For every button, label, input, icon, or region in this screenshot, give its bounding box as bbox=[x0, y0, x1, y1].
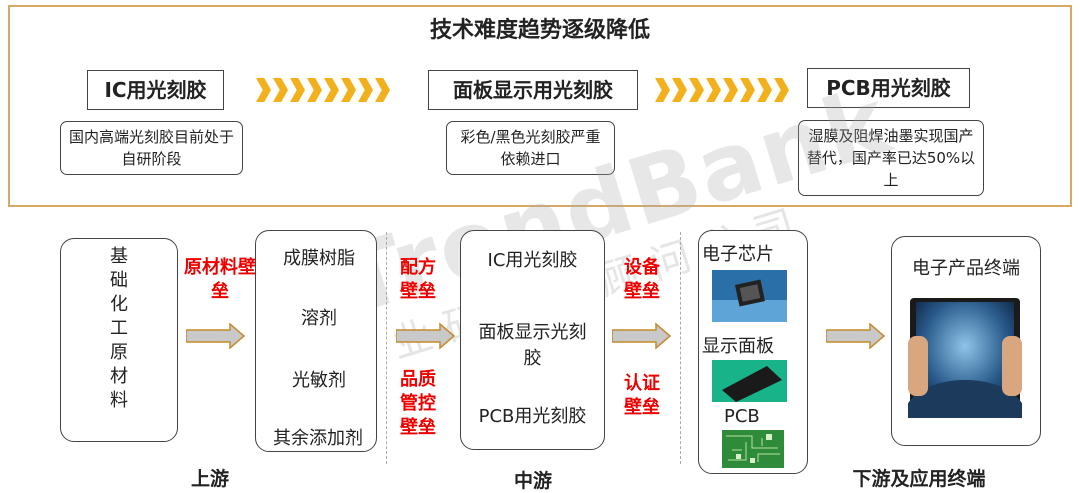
pcb-image-icon bbox=[722, 430, 784, 468]
flow-arrow-icon bbox=[612, 322, 672, 350]
pcb-note: 湿膜及阻焊油墨实现国产替代，国产率已达50%以上 bbox=[798, 120, 984, 196]
chevron-arrow-icon bbox=[655, 78, 791, 102]
flow-arrow-icon bbox=[186, 322, 246, 350]
ic-photoresist-tag: IC用光刻胶 bbox=[87, 70, 224, 110]
section-divider bbox=[680, 232, 681, 464]
raw-material-box: 基础化工原材料 bbox=[60, 238, 178, 442]
panel-photoresist-tag: 面板显示用光刻胶 bbox=[428, 70, 638, 110]
midstream-label: 中游 bbox=[513, 470, 552, 492]
certification-barrier: 认证壁垒 bbox=[624, 373, 660, 418]
app-pcb-label: PCB bbox=[724, 406, 760, 427]
formula-barrier: 配方壁垒 bbox=[400, 257, 436, 302]
product-pcb: PCB用光刻胶 bbox=[478, 406, 587, 427]
app-panel-label: 显示面板 bbox=[702, 336, 774, 357]
quality-barrier: 品质管控壁垒 bbox=[400, 369, 436, 438]
material-additives: 其余添加剂 bbox=[273, 428, 363, 449]
flow-arrow-icon bbox=[826, 322, 886, 350]
terminal-label: 电子产品终端 bbox=[912, 258, 1020, 279]
equipment-barrier: 设备壁垒 bbox=[624, 257, 660, 302]
section-divider bbox=[386, 232, 387, 464]
ic-note: 国内高端光刻胶目前处于自研阶段 bbox=[60, 121, 243, 175]
material-solvent: 溶剂 bbox=[301, 308, 337, 329]
difficulty-trend-panel bbox=[8, 5, 1072, 207]
panel-note: 彩色/黑色光刻胶严重依赖进口 bbox=[446, 121, 615, 175]
smartphone-image-icon bbox=[908, 298, 1022, 418]
pcb-photoresist-tag: PCB用光刻胶 bbox=[807, 68, 970, 108]
material-photosensitizer: 光敏剂 bbox=[292, 370, 346, 391]
products-box bbox=[460, 230, 605, 450]
materials-box bbox=[255, 230, 377, 452]
raw-material-label: 基础化工原材料 bbox=[110, 246, 128, 411]
downstream-label: 下游及应用终端 bbox=[852, 468, 986, 490]
material-resin: 成膜树脂 bbox=[283, 248, 355, 269]
app-chip-label: 电子芯片 bbox=[702, 244, 774, 265]
flow-arrow-icon bbox=[396, 322, 456, 350]
chevron-arrow-icon bbox=[256, 78, 392, 102]
chip-image-icon bbox=[712, 270, 787, 322]
upstream-label: 上游 bbox=[190, 468, 229, 490]
raw-material-barrier: 原材料壁垒 bbox=[184, 257, 256, 302]
display-panel-image-icon bbox=[712, 360, 787, 402]
trend-title: 技术难度趋势逐级降低 bbox=[429, 18, 650, 43]
product-panel: 面板显示光刻胶 bbox=[478, 322, 587, 369]
product-ic: IC用光刻胶 bbox=[487, 250, 578, 271]
